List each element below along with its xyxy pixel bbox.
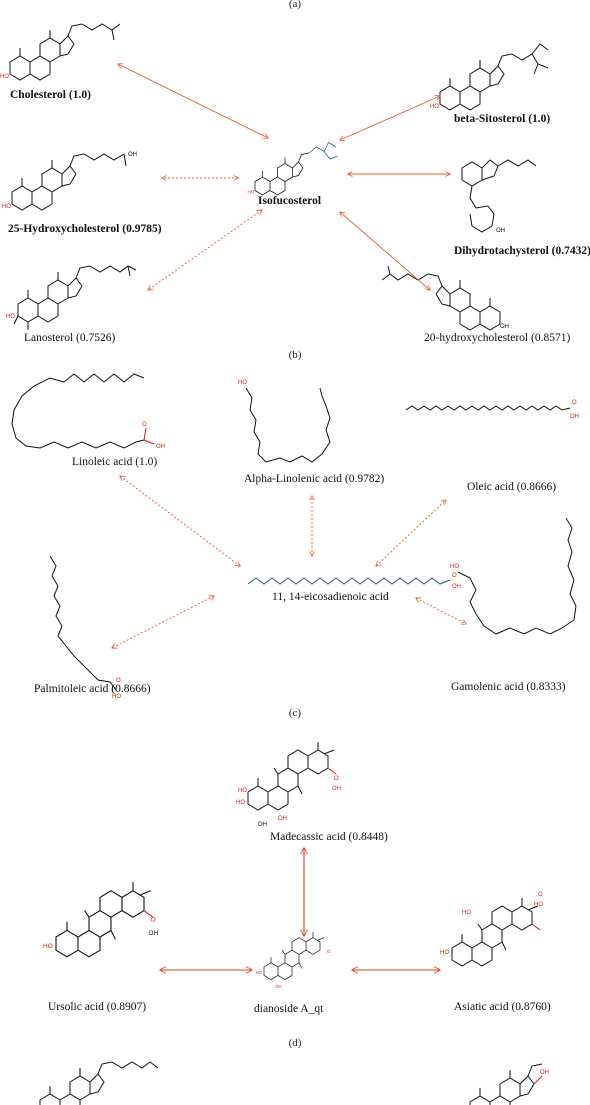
dihydrotachysterol-label: Dihydrotachysterol (0.7432)	[454, 245, 590, 257]
svg-text:HO: HO	[43, 943, 53, 950]
cholesterol-label: Cholesterol (1.0)	[10, 89, 91, 101]
svg-text:HO: HO	[256, 970, 263, 975]
alpha-linolenic-acid-label: Alpha-Linolenic acid (0.9782)	[244, 473, 384, 485]
svg-text:O: O	[116, 678, 121, 684]
hydroxycholesterol-25-label: 25-Hydroxycholesterol (0.9785)	[8, 223, 162, 235]
arrow-eicosadienoic-palmitoleic	[112, 596, 214, 648]
asiatic-acid-label: Asiatic acid (0.8760)	[454, 1001, 551, 1013]
hydroxycholesterol-20-structure: OH	[381, 265, 509, 331]
svg-text:HO: HO	[450, 564, 459, 570]
svg-text:OH: OH	[496, 228, 505, 234]
gamolenic-acid-structure: HO	[450, 517, 577, 635]
svg-text:O: O	[538, 892, 543, 898]
svg-text:OH: OH	[452, 584, 461, 590]
svg-text:O: O	[151, 917, 156, 924]
arrow-isofucosterol-20oh	[340, 212, 430, 290]
svg-text:OH: OH	[570, 414, 579, 420]
svg-text:OH: OH	[332, 786, 341, 792]
oleic-acid-structure: O OH	[405, 400, 579, 420]
svg-text:HO: HO	[2, 204, 11, 210]
svg-text:OH: OH	[540, 1070, 549, 1076]
alpha-linolenic-acid-structure: HO	[238, 380, 331, 463]
isofucosterol-structure: HO	[248, 141, 338, 196]
svg-text:HO: HO	[534, 902, 543, 908]
linoleic-acid-structure: O OH	[11, 373, 165, 450]
svg-text:OH: OH	[148, 930, 158, 937]
svg-text:HO: HO	[430, 104, 439, 110]
svg-text:HO: HO	[0, 74, 9, 80]
panel-label-a: (a)	[289, 0, 302, 10]
svg-text:HO: HO	[112, 694, 121, 700]
eicosadienoic-acid-label: 11, 14-eicosadienoic acid	[272, 591, 389, 603]
svg-text:OH: OH	[275, 984, 281, 989]
svg-text:OH: OH	[128, 152, 137, 158]
palmitoleic-acid-label: Palmitoleic acid (0.8666)	[34, 683, 151, 695]
asiatic-acid-structure: HO HO O HO	[440, 892, 543, 967]
gamolenic-acid-label: Gamolenic acid (0.8333)	[451, 681, 566, 693]
arrow-eicosadienoic-linoleic	[120, 476, 240, 566]
beta-sitosterol-label: beta-Sitosterol (1.0)	[454, 113, 550, 125]
svg-text:HO: HO	[236, 800, 245, 806]
eicosadienoic-acid-structure: O OH	[247, 573, 461, 590]
svg-text:HO: HO	[248, 190, 255, 195]
arrow-isofucosterol-sitosterol	[340, 96, 440, 140]
svg-text:HO: HO	[6, 314, 15, 320]
dianoside-label: dianoside A_qt	[254, 1003, 324, 1015]
svg-text:O: O	[327, 949, 331, 954]
lanosterol-structure: HO	[6, 265, 137, 330]
svg-text:O: O	[142, 422, 147, 428]
dihydrotachysterol-structure: OH	[461, 159, 537, 234]
panel-label-d: (d)	[289, 1037, 302, 1049]
cholesterol-structure: HO	[0, 23, 121, 81]
hydroxycholesterol-20-label: 20-hydroxycholesterol (0.8571)	[424, 332, 570, 344]
panel-d-left-structure	[39, 1061, 159, 1105]
svg-text:HO: HO	[238, 380, 247, 386]
arrow-isofucosterol-cholesterol	[118, 64, 268, 138]
beta-sitosterol-structure: HO	[430, 43, 549, 111]
ursolic-acid-label: Ursolic acid (0.8907)	[48, 1001, 146, 1013]
arrow-isofucosterol-lanosterol	[148, 210, 262, 290]
madecassic-acid-structure: HO HO O OH OH OH	[236, 741, 341, 828]
arrow-eicosadienoic-gamolenic	[416, 598, 466, 624]
linoleic-acid-label: Linoleic acid (1.0)	[72, 456, 157, 468]
lanosterol-label: Lanosterol (0.7526)	[24, 332, 116, 344]
svg-text:O: O	[334, 776, 339, 782]
isofucosterol-label: Isofucosterol	[258, 195, 321, 207]
svg-text:HO: HO	[440, 950, 449, 956]
svg-text:OH: OH	[156, 444, 165, 450]
svg-text:OH: OH	[258, 822, 267, 828]
arrow-eicosadienoic-oleic	[376, 500, 446, 566]
svg-text:HO: HO	[238, 788, 247, 794]
madecassic-acid-label: Madecassic acid (0.8448)	[270, 831, 388, 843]
panel-label-c: (c)	[289, 707, 302, 719]
svg-text:HO: HO	[462, 910, 471, 916]
panel-d-right-structure: OH	[469, 1063, 549, 1105]
svg-text:OH: OH	[278, 816, 287, 822]
svg-text:O: O	[452, 573, 457, 579]
svg-text:OH: OH	[500, 324, 509, 330]
svg-text:O: O	[572, 400, 577, 406]
palmitoleic-acid-structure: O HO	[49, 555, 121, 700]
oleic-acid-label: Oleic acid (0.8666)	[467, 481, 556, 493]
hydroxycholesterol-25-structure: HO OH	[2, 152, 137, 211]
dianoside-structure: HO OH O	[256, 931, 331, 989]
ursolic-acid-structure: HO O OH	[43, 881, 159, 958]
panel-label-b: (b)	[289, 349, 302, 361]
